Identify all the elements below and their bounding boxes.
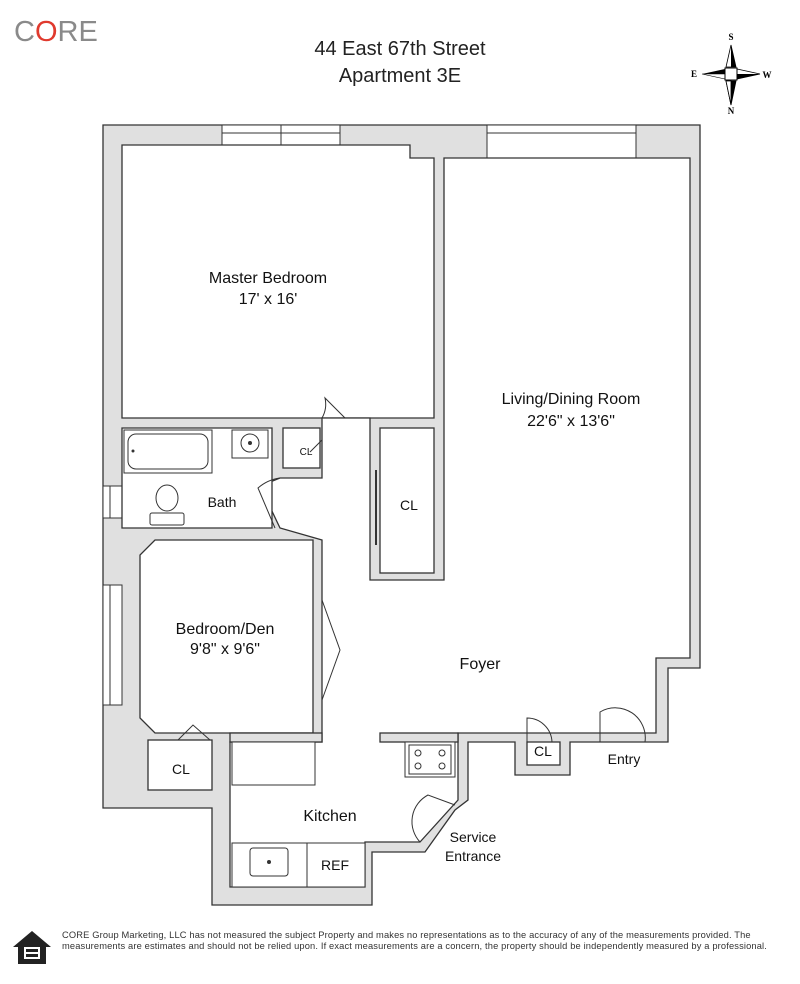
window	[486, 124, 637, 159]
interior-wall	[229, 732, 323, 743]
address-title: 44 East 67th Street	[314, 38, 486, 60]
closet-label: CL	[534, 743, 552, 759]
master-bedroom	[121, 144, 435, 419]
service-entrance-label: Service	[450, 829, 497, 845]
refrigerator	[306, 842, 366, 888]
entry-label: Entry	[608, 751, 641, 767]
living-room-size: 22'6" x 13'6"	[527, 413, 615, 430]
stove	[404, 741, 456, 778]
hall-closet-large	[379, 427, 435, 574]
bedroom-den-size: 9'8" x 9'6"	[190, 641, 260, 658]
ref-label: REF	[321, 857, 349, 873]
foyer-label: Foyer	[460, 656, 502, 673]
equal-housing-opportunity-icon	[13, 931, 51, 964]
closet-label: CL	[300, 447, 313, 458]
compass-icon: S N E W	[691, 32, 772, 116]
bathtub	[123, 429, 213, 474]
disclaimer: CORE Group Marketing, LLC has not measur…	[62, 930, 767, 951]
svg-text:W: W	[763, 70, 772, 80]
entry-closet	[526, 741, 561, 766]
unit-title: Apartment 3E	[338, 65, 462, 87]
master-bedroom-size: 17' x 16'	[239, 291, 298, 308]
master-bedroom-label: Master Bedroom	[209, 270, 327, 287]
closet-label: CL	[172, 761, 190, 777]
kitchen-label: Kitchen	[303, 808, 356, 825]
kitchen-sink	[231, 842, 308, 888]
living-room-label: Living/Dining Room	[502, 391, 641, 408]
core-logo: CORE	[14, 16, 98, 48]
bedroom-den-label: Bedroom/Den	[176, 621, 275, 638]
service-entrance-label: Entrance	[445, 848, 501, 864]
closet-label: CL	[400, 497, 418, 513]
window	[102, 485, 123, 519]
bath-sink	[231, 429, 269, 459]
window	[221, 124, 341, 146]
toilet	[149, 484, 185, 526]
svg-text:N: N	[728, 106, 735, 116]
door	[177, 396, 646, 843]
window	[102, 584, 123, 706]
den-closet	[147, 739, 213, 791]
bedroom-den	[139, 539, 314, 734]
interior-wall	[379, 732, 459, 743]
svg-text:S: S	[728, 32, 733, 42]
bath-label: Bath	[208, 494, 237, 510]
svg-text:E: E	[691, 69, 697, 79]
kitchen-counter	[231, 741, 316, 786]
